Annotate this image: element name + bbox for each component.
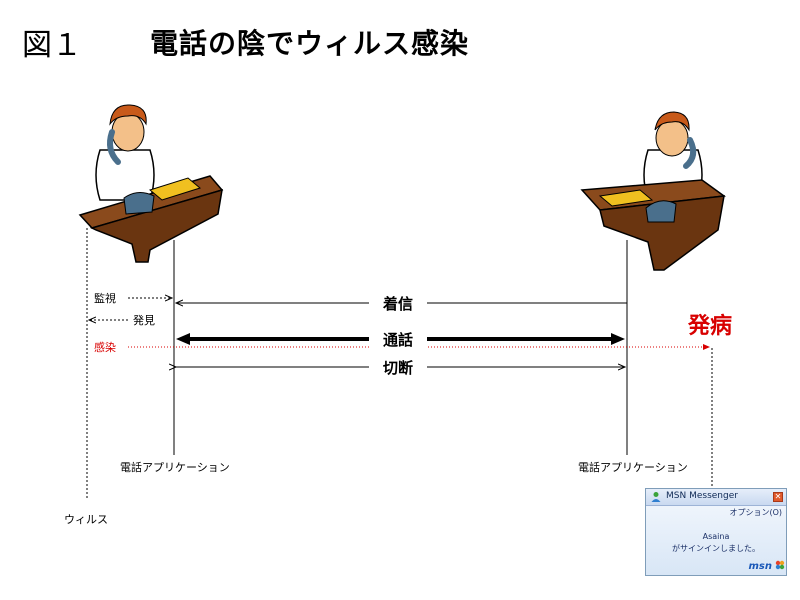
figure-number: 図１ [22, 28, 82, 63]
page-title: 電話の陰でウィルス感染 [150, 27, 470, 60]
call-label: 通話 [369, 329, 428, 350]
msn-user-name: Asaina [702, 532, 730, 541]
left-app-label: 電話アプリケーション [120, 461, 230, 474]
discover-label: 発見 [133, 314, 155, 327]
close-icon[interactable]: ✕ [773, 492, 783, 502]
person-left-icon [78, 104, 224, 263]
onset-label: 発病 [688, 314, 733, 339]
msn-options-link[interactable]: オプション(O) [729, 508, 782, 517]
virus-label: ウィルス [64, 513, 108, 526]
right-app-label: 電話アプリケーション [578, 461, 688, 474]
monitor-label: 監視 [94, 292, 116, 305]
person-right-icon [580, 111, 727, 271]
msn-window-title: MSN Messenger [666, 491, 738, 501]
msn-title-bar[interactable]: MSN Messenger ✕ [646, 489, 786, 506]
call-arrow-left-head [176, 333, 190, 345]
msn-messenger-popup[interactable]: MSN Messenger ✕ オプション(O) Asaina がサインインしま… [645, 488, 787, 576]
disconnect-label: 切断 [369, 357, 428, 378]
msn-buddy-icon [651, 492, 661, 502]
call-arrow-right-head [611, 333, 625, 345]
msn-butterfly-icon [775, 560, 785, 570]
msn-signin-status: がサインインしました。 [672, 544, 760, 553]
incoming-label: 着信 [369, 293, 428, 314]
infect-label: 感染 [94, 341, 116, 354]
msn-logo: msn [748, 561, 773, 572]
